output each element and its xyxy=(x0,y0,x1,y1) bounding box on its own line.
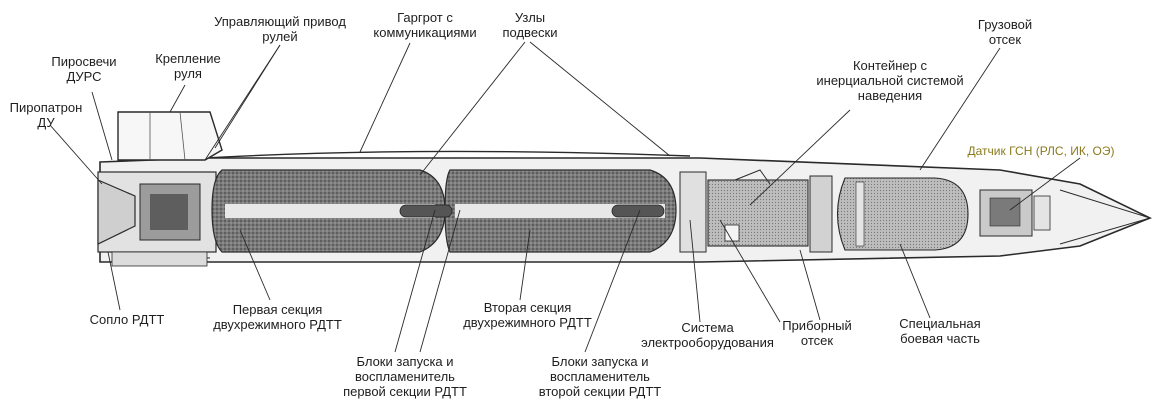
nose-cone xyxy=(1059,189,1152,245)
label-electrical: Система электрооборудования xyxy=(641,320,774,350)
label-steering-drive: Управляющий привод рулей xyxy=(214,14,346,44)
electrical-bay xyxy=(679,171,707,253)
label-suspension: Узлы подвески xyxy=(502,10,558,40)
label-ignition-second: Блоки запуска и воспламенитель второй се… xyxy=(538,354,662,399)
label-pyro-cartridge: Пиропатрон ДУ xyxy=(9,100,83,130)
igniter-first xyxy=(399,204,453,218)
label-cargo-bay: Грузовой отсек xyxy=(977,17,1033,47)
label-first-section: Первая секция двухрежимного РДТТ xyxy=(213,302,342,332)
label-warhead: Специальная боевая часть xyxy=(899,316,981,346)
ins-container-shape xyxy=(707,179,809,247)
warhead-shape xyxy=(837,177,969,251)
label-second-section: Вторая секция двухрежимного РДТТ xyxy=(463,300,592,330)
nozzle-shape xyxy=(97,179,136,245)
label-ignition-first: Блоки запуска и воспламенитель первой се… xyxy=(343,354,467,399)
label-pyro-candles: Пиросвечи ДУРС xyxy=(51,54,117,84)
label-rudder-mount: Крепление руля xyxy=(155,51,221,81)
label-seeker-sensor: Датчик ГСН (РЛС, ИК, ОЭ) xyxy=(967,144,1115,158)
gargrot-fairing xyxy=(204,150,691,159)
label-instrument-bay: Приборный отсек xyxy=(782,318,852,348)
tail-fin xyxy=(117,111,223,161)
leader-lines xyxy=(49,41,1081,353)
label-ins-container: Контейнер с инерциальной системой наведе… xyxy=(816,58,964,103)
label-nozzle: Сопло РДТТ xyxy=(89,312,165,327)
instrument-bay-shape xyxy=(809,175,833,253)
label-gargrot: Гаргрот с коммуникациями xyxy=(373,10,477,40)
igniter-second xyxy=(611,204,665,218)
